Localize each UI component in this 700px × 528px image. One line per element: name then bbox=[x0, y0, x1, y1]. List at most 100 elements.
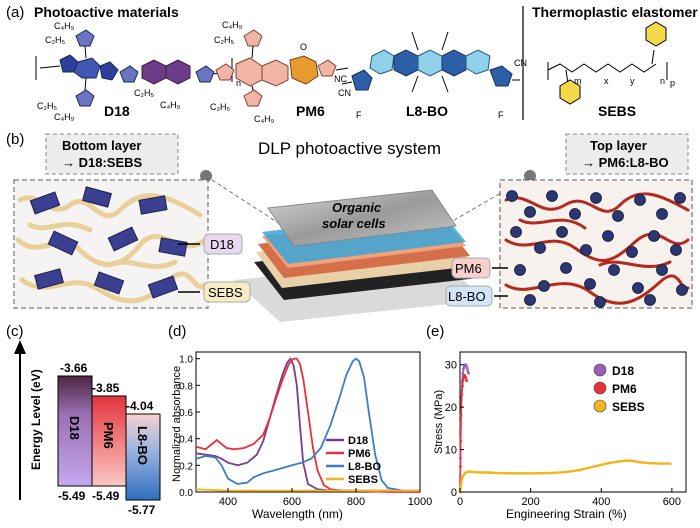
l8bo-sub-nc: NC bbox=[334, 74, 347, 84]
l8bo-domain-7 bbox=[656, 208, 668, 220]
panel-b-title: DLP photoactive system bbox=[258, 139, 441, 158]
ss-legend-marker-d18 bbox=[593, 363, 607, 377]
absorbance-ylabel: Normalized absorbance bbox=[171, 366, 183, 482]
sebs-sub-y: y bbox=[630, 76, 635, 86]
l8bo-domain-26 bbox=[594, 296, 606, 308]
stress-point-sebs-4 bbox=[467, 470, 471, 473]
d18-sub-c4h9-c: C₄H₉ bbox=[160, 100, 181, 110]
stress-point-sebs-19 bbox=[631, 459, 635, 463]
energy-bar-label-pm6: PM6 bbox=[101, 422, 116, 449]
homo-d18: -5.49 bbox=[58, 489, 86, 503]
stress-point-sebs-10 bbox=[522, 471, 525, 475]
abs-ytick-label-2: 0.4 bbox=[179, 435, 193, 446]
ss-ytick-label-2: 20 bbox=[445, 402, 457, 414]
stress-point-pm6-6 bbox=[461, 378, 465, 381]
bottom-layer-line2: → D18:SEBS bbox=[62, 155, 143, 170]
l8bo-domain-17 bbox=[514, 264, 526, 276]
l8bo-domain-9 bbox=[510, 226, 522, 238]
l8bo-domain-19 bbox=[560, 262, 572, 274]
d18-sub-c2h5-b: C₂H₅ bbox=[37, 101, 57, 111]
stress-point-d18-5 bbox=[461, 371, 465, 375]
stress-point-sebs-20 bbox=[638, 460, 642, 464]
stress-point-d18-7 bbox=[462, 365, 466, 369]
abs-ytick-label-5: 1.0 bbox=[179, 355, 193, 366]
stress-point-sebs-22 bbox=[659, 462, 663, 465]
panel-a-letter: (a) bbox=[6, 4, 24, 21]
l8bo-domain-6 bbox=[634, 194, 646, 206]
l8bo-domain-14 bbox=[626, 246, 638, 258]
l8bo-domain-4 bbox=[590, 192, 602, 204]
lumo-pm6: -3.85 bbox=[92, 381, 120, 395]
l8bo-domain-10 bbox=[534, 242, 546, 254]
pm6-label: PM6 bbox=[296, 103, 325, 119]
tag-l8bo: L8-BO bbox=[448, 289, 486, 304]
homo-pm6: -5.49 bbox=[92, 489, 120, 503]
tag-pm6: PM6 bbox=[455, 261, 482, 276]
l8bo-domain-15 bbox=[648, 230, 660, 242]
ss-ytick-label-1: 10 bbox=[445, 445, 457, 457]
stress-point-sebs-9 bbox=[508, 471, 511, 475]
ss-legend-label-sebs: SEBS bbox=[612, 400, 645, 414]
tag-pm6-box bbox=[451, 257, 491, 279]
energy-bar-pm6 bbox=[91, 395, 127, 487]
l8bo-domain-12 bbox=[580, 244, 592, 256]
panel-a-title: Photoactive materials bbox=[34, 4, 179, 20]
ss-ytick-label-3: 30 bbox=[445, 360, 457, 372]
abs-ytick-label-0: 0.0 bbox=[179, 488, 193, 499]
l8bo-domain-11 bbox=[556, 226, 568, 238]
panel-e-letter: (e) bbox=[426, 323, 444, 340]
absorbance-plot-frame bbox=[195, 351, 421, 493]
energy-bar-label-d18: D18 bbox=[67, 416, 82, 440]
absorbance-line-pm6 bbox=[195, 357, 420, 493]
ss-xtick-label-0: 0 bbox=[457, 496, 463, 508]
panel-c: (c) Energy Level (eV) D18 PM6 L8-BO -3.6… bbox=[6, 323, 161, 517]
l8bo-label: L8-BO bbox=[406, 103, 448, 119]
stress-xlabel: Engineering Strain (%) bbox=[506, 507, 627, 521]
device-stack: Organic solar cells bbox=[234, 189, 486, 322]
stress-ylabel: Stress (MPa) bbox=[433, 390, 445, 454]
d18-sub-c2h5-a: C₂H₅ bbox=[45, 35, 65, 45]
absorbance-series bbox=[195, 357, 421, 493]
stress-point-sebs-3 bbox=[463, 471, 467, 475]
l8bo-domains bbox=[506, 190, 688, 308]
ss-xtick-label-2: 400 bbox=[592, 496, 610, 508]
stress-point-pm6-10 bbox=[464, 376, 468, 380]
absorbance-line-l8-bo bbox=[195, 357, 420, 492]
l8bo-domain-24 bbox=[676, 284, 688, 296]
panel-a-right-title: Thermoplastic elastomer bbox=[532, 4, 698, 20]
l8bo-domain-23 bbox=[656, 264, 668, 276]
ss-legend-marker-pm6 bbox=[593, 381, 607, 395]
stress-point-pm6-2 bbox=[459, 439, 463, 443]
abs-xtick-label-3: 1000 bbox=[408, 496, 432, 508]
abs-ytick-label-4: 0.8 bbox=[179, 381, 193, 392]
stress-point-sebs-21 bbox=[649, 461, 653, 465]
panel-b-letter: (b) bbox=[6, 131, 24, 148]
l8bo-sub-cn: CN bbox=[338, 88, 351, 98]
stress-point-pm6-4 bbox=[460, 393, 464, 396]
device-label-line1: Organic bbox=[332, 200, 382, 215]
absorbance-xlabel: Wavelength (nm) bbox=[252, 507, 343, 521]
energy-bar-l8bo bbox=[125, 413, 161, 501]
ss-legend-label-d18: D18 bbox=[612, 364, 634, 378]
sebs-sub-n: n bbox=[660, 76, 665, 86]
bottom-layer-label-box bbox=[45, 133, 179, 175]
d18-aggregates bbox=[29, 186, 188, 299]
tag-d18: D18 bbox=[210, 237, 234, 252]
l8bo-domain-25 bbox=[524, 294, 536, 306]
stress-point-d18-9 bbox=[465, 364, 468, 367]
d18-sub-c4h9-a: C₄H₉ bbox=[54, 21, 75, 31]
pm6-sub-o: O bbox=[300, 42, 307, 52]
abs-legend-label-pm6: PM6 bbox=[348, 448, 371, 460]
ss-ytick-label-0: 0 bbox=[451, 487, 457, 499]
stress-point-sebs-5 bbox=[472, 470, 476, 474]
stress-point-sebs-18 bbox=[624, 459, 628, 462]
stress-point-sebs-14 bbox=[578, 468, 582, 472]
absorbance-line-sebs bbox=[195, 488, 420, 492]
ss-legend-marker-sebs bbox=[593, 399, 607, 413]
stress-point-sebs-8 bbox=[493, 471, 497, 475]
